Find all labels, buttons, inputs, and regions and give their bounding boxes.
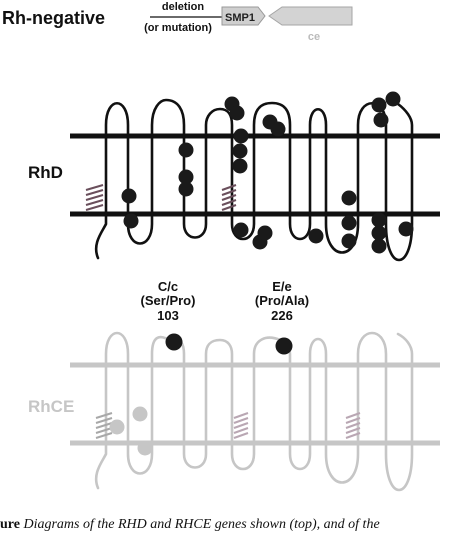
mutation-label: (or mutation): [144, 22, 212, 34]
rhd-protein: RhD: [28, 91, 440, 262]
rhce-residues: [109, 406, 153, 456]
rhd-residue: [385, 91, 401, 107]
rhd-residue: [270, 121, 286, 137]
rhd-residue: [373, 112, 389, 128]
ce-label: ce: [308, 31, 320, 43]
ee-amino-acid-change: (Pro/Ala): [255, 293, 309, 308]
rhce-residue: [137, 440, 153, 456]
rhce-residue: [132, 406, 148, 422]
rh-negative-label: Rh-negative: [2, 8, 105, 28]
rhce-residue: [109, 419, 125, 435]
smp1-gene-box: [221, 6, 266, 26]
ee-residue-position: 226: [271, 308, 293, 323]
rhce-polypeptide-chain: [94, 331, 414, 492]
rh-negative-gene-diagram: Rh-negative deletion (or mutation) SMP1 …: [2, 1, 353, 43]
rhd-residue: [233, 128, 249, 144]
rhd-residue: [257, 225, 273, 241]
cc-antigen-label: C/c: [158, 279, 178, 294]
rhd-palmitoylation-site: [85, 184, 104, 211]
caption-text: Diagrams of the RHD and RHCE genes shown…: [23, 517, 380, 532]
caption-prefix: ure: [0, 517, 20, 532]
cc-amino-acid-change: (Ser/Pro): [141, 293, 196, 308]
rhd-polypeptide-chain: [94, 98, 414, 262]
rhd-residue: [229, 105, 245, 121]
rhce-palmitoylation-site: [345, 412, 361, 439]
cc-polymorphism-residue: [165, 333, 183, 351]
figure-caption: ure Diagrams of the RHD and RHCE genes s…: [0, 514, 474, 536]
ee-antigen-label: E/e: [272, 279, 292, 294]
rhd-residue: [341, 190, 357, 206]
rhce-polymorphism-labels: C/c (Ser/Pro) 103 E/e (Pro/Ala) 226: [141, 279, 310, 323]
deletion-label: deletion: [162, 1, 204, 13]
rhce-palmitoylation-site: [233, 412, 249, 439]
rhd-residue: [341, 233, 357, 249]
rhce-label: RhCE: [28, 397, 74, 416]
rhd-residue: [308, 228, 324, 244]
rhd-residue: [121, 188, 137, 204]
ee-polymorphism-residue: [275, 337, 293, 355]
rhce-palmitoylation-site: [95, 412, 113, 439]
rhd-residue: [371, 238, 387, 254]
cc-residue-position: 103: [157, 308, 179, 323]
smp1-label: SMP1: [225, 12, 255, 24]
rhd-residue: [341, 215, 357, 231]
rhd-residue: [178, 169, 194, 185]
rhd-residue: [232, 143, 248, 159]
rhd-polymorphic-residues: [121, 91, 414, 254]
rhd-palmitoylation-site: [221, 184, 237, 211]
rhd-residue: [371, 225, 387, 241]
rhd-label: RhD: [28, 163, 63, 182]
rhd-residue: [178, 142, 194, 158]
rhd-residue: [232, 158, 248, 174]
rhd-residue: [123, 213, 139, 229]
rhd-residue: [371, 212, 387, 228]
ce-gene-arrow: [268, 6, 353, 26]
rhd-residue: [178, 181, 194, 197]
rhce-protein: RhCE: [28, 331, 440, 492]
rhd-residue: [371, 97, 387, 113]
rhd-residue: [398, 221, 414, 237]
rhd-residue: [233, 222, 249, 238]
